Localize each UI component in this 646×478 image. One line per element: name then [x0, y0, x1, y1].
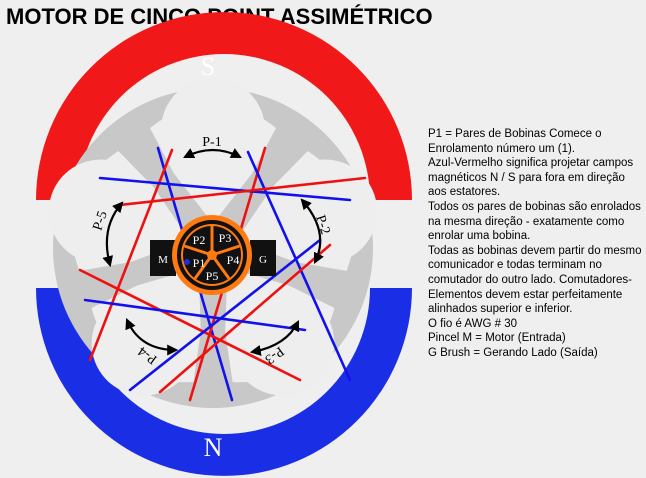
- segment-p5: P5: [206, 269, 219, 283]
- brush-generator-label: G: [259, 254, 267, 266]
- brush-motor: [150, 240, 176, 276]
- commutator: [172, 215, 252, 295]
- arrow-p3: [249, 320, 299, 356]
- explanation-notes: P1 = Pares de Bobinas Comece o Enrolamen…: [428, 127, 642, 361]
- note-brush-generator: G Brush = Gerando Lado (Saída): [428, 346, 598, 359]
- south-pole-label: S: [201, 52, 215, 81]
- note-color-meaning: Azul-Vermelho significa projetar campos …: [428, 157, 634, 199]
- brush-motor-label: M: [158, 254, 168, 266]
- commutator-segment-labels: P1 P2 P3 P4 P5: [193, 231, 240, 283]
- pair-label-5: P-5: [91, 209, 111, 232]
- segment-p2: P2: [193, 233, 206, 247]
- start-marker-icon: [184, 259, 190, 265]
- segment-p4: P4: [227, 253, 240, 267]
- segment-p3: P3: [219, 231, 232, 245]
- note-p1-definition: P1 = Pares de Bobinas Comece o Enrolamen…: [428, 128, 602, 155]
- note-commutator-alignment: Todas as bobinas devem partir do mesmo c…: [428, 244, 642, 316]
- note-winding-direction: Todos os pares de bobinas são enrolados …: [428, 200, 641, 243]
- north-magnet: [36, 288, 412, 476]
- south-magnet: [36, 12, 412, 201]
- north-pole-label: N: [204, 433, 223, 462]
- arrow-p1: [183, 148, 242, 159]
- pair-arrows: [102, 148, 324, 356]
- note-wire-gauge: O fio é AWG # 30: [428, 317, 518, 330]
- pair-label-1: P-1: [202, 135, 221, 150]
- pair-label-2: P-2: [312, 213, 332, 236]
- brush-generator: [250, 240, 276, 276]
- note-brush-motor: Pincel M = Motor (Entrada): [428, 332, 566, 345]
- segment-p1: P1: [193, 256, 206, 270]
- arrow-p5: [102, 201, 124, 268]
- arrow-p2: [300, 198, 324, 264]
- arrow-p4: [125, 317, 179, 356]
